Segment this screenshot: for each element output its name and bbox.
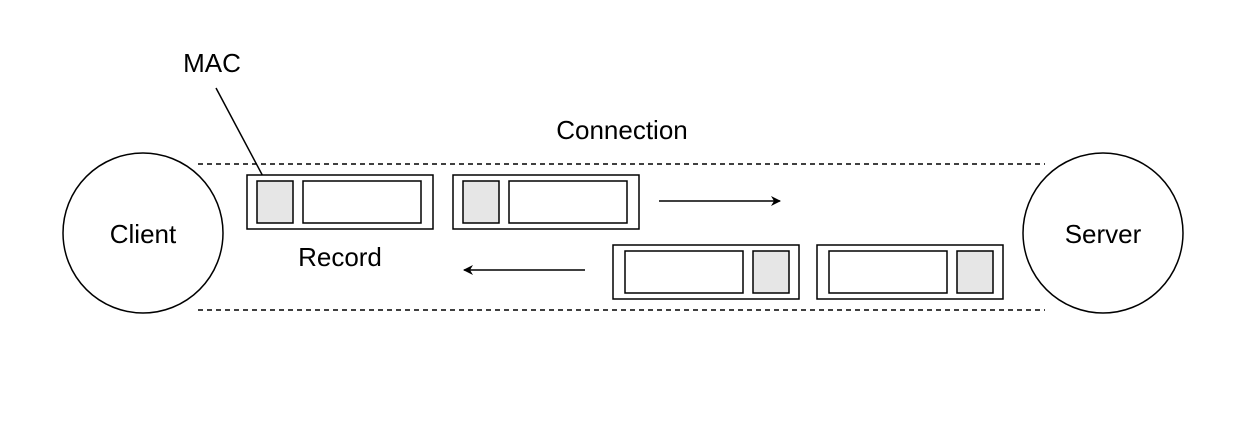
record-incoming-1 <box>612 244 800 300</box>
record-outgoing-1 <box>246 174 434 230</box>
payload-block <box>624 250 744 294</box>
mac-label: MAC <box>183 48 241 78</box>
record-outgoing-2 <box>452 174 640 230</box>
mac-pointer-line <box>215 87 267 183</box>
payload-block <box>828 250 948 294</box>
payload-block <box>302 180 422 224</box>
mac-block <box>256 180 294 224</box>
client-label: Client <box>110 219 177 249</box>
mac-block <box>462 180 500 224</box>
mac-block <box>752 250 790 294</box>
payload-block <box>508 180 628 224</box>
client-node <box>62 152 224 314</box>
server-node <box>1022 152 1184 314</box>
record-incoming-2 <box>816 244 1004 300</box>
connection-label: Connection <box>556 115 688 145</box>
server-label: Server <box>1065 219 1142 249</box>
record-label: Record <box>298 242 382 272</box>
mac-block <box>956 250 994 294</box>
